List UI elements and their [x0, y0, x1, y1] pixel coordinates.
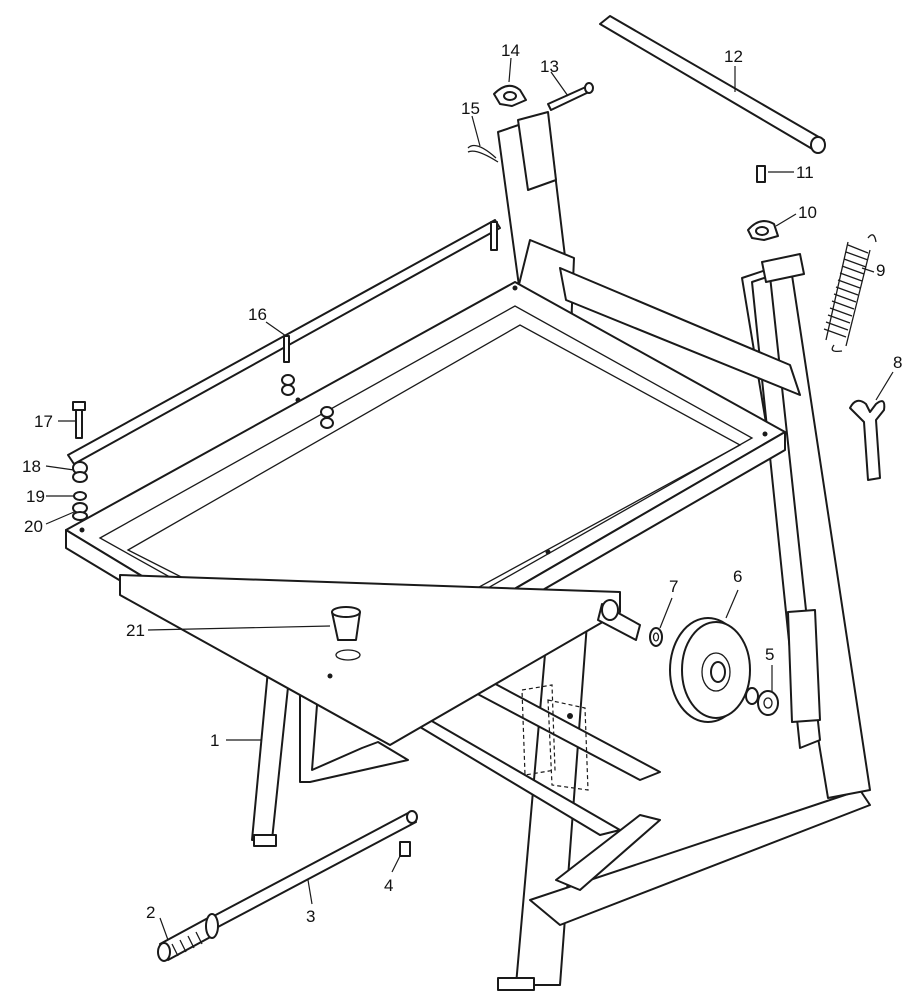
motor-mount-plate: [521, 684, 589, 791]
part-2-grip: [157, 913, 219, 962]
callout-18: 18: [22, 457, 41, 476]
callout-8: 8: [893, 353, 902, 372]
part-11-pin: [756, 165, 766, 183]
callout-12: 12: [724, 47, 743, 66]
part-21-plug: [331, 606, 361, 661]
part-6-wheel: [669, 617, 751, 723]
callout-11: 11: [796, 163, 814, 182]
part-4-pin: [399, 841, 411, 857]
part-16-rod: [67, 219, 501, 465]
callout-2: 2: [146, 903, 155, 922]
part-17-bolt: [72, 401, 86, 439]
callout-4: 4: [384, 876, 393, 895]
callout-6: 6: [733, 567, 742, 586]
callout-1: 1: [210, 731, 219, 750]
callout-3: 3: [306, 907, 315, 926]
callout-labels: 1 2 3 4 5 6 7 8 9 10 11 12 13 14 15 16 1…: [22, 41, 902, 926]
table-tray: [65, 281, 786, 746]
callout-14: 14: [501, 41, 520, 60]
callout-17: 17: [34, 412, 53, 431]
callout-5: 5: [765, 645, 774, 664]
part-7-washer: [649, 627, 663, 647]
part-19-washer: [73, 491, 87, 501]
callout-21: 21: [126, 621, 145, 640]
part-15-cotter-pin: [467, 144, 499, 163]
callout-13: 13: [540, 57, 559, 76]
callout-7: 7: [669, 577, 678, 596]
callout-20: 20: [24, 517, 43, 536]
part-18-nut: [72, 461, 88, 483]
leader-lines: [45, 57, 894, 941]
part-5-nut-washer: [745, 687, 779, 716]
part-14-clamp: [493, 84, 527, 107]
callout-19: 19: [26, 487, 45, 506]
part-12-rod: [599, 15, 826, 154]
callout-16: 16: [248, 305, 267, 324]
callout-10: 10: [798, 203, 817, 222]
wheel-axle: [597, 599, 641, 641]
part-10-clamp: [747, 220, 779, 241]
rear-right-upright: [741, 253, 871, 799]
part-9-spring: [823, 234, 877, 353]
back-rail: [559, 267, 801, 396]
part-13-pin: [547, 82, 594, 111]
callout-15: 15: [461, 99, 480, 118]
part-8-wrench: [849, 399, 886, 481]
callout-9: 9: [876, 261, 885, 280]
part-20-nut: [72, 502, 88, 521]
